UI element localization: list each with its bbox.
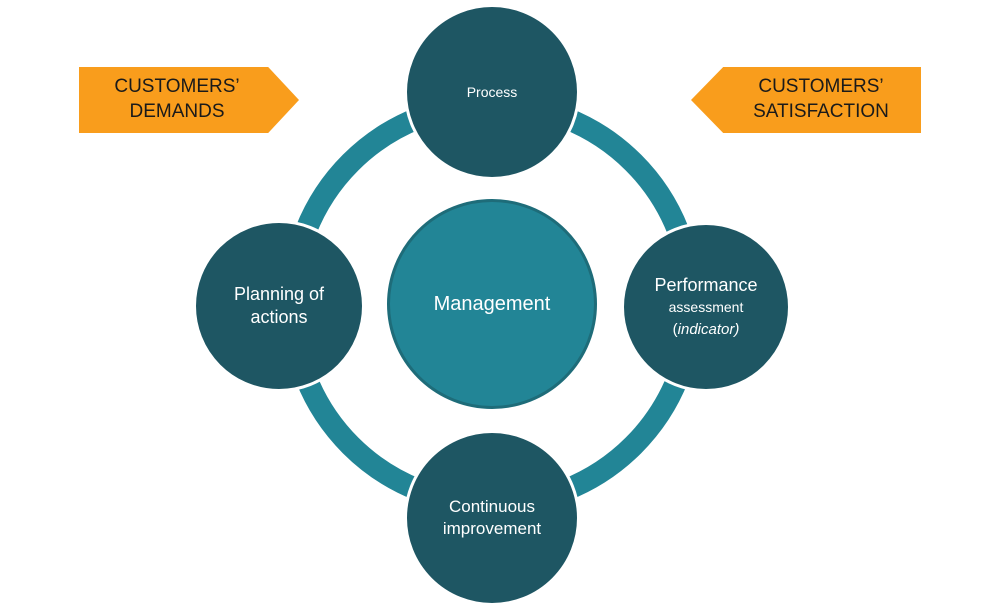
planning-of-actions-node: Planning of actions xyxy=(193,220,365,392)
performance-label: Performance xyxy=(654,275,758,296)
improvement-label: improvement xyxy=(442,519,542,538)
customers-demands-line1: CUSTOMERS’ xyxy=(114,76,240,98)
customers-satisfaction-line1: CUSTOMERS’ xyxy=(758,76,884,98)
process-node: Process xyxy=(404,4,580,180)
customers-satisfaction-line2: SATISFACTION xyxy=(753,101,889,122)
indicator-open-paren: ( xyxy=(672,321,678,339)
customers-satisfaction-arrow: CUSTOMERS’ SATISFACTION xyxy=(691,67,921,133)
continuous-label: Continuous xyxy=(448,496,535,516)
performance-assessment-node: Performance assessment (indicator) xyxy=(621,222,791,392)
actions-label: actions xyxy=(250,307,308,327)
planning-label: Planning of xyxy=(233,283,325,304)
management-label: Management xyxy=(433,293,551,315)
management-node: Management xyxy=(387,199,597,409)
indicator-label: (indicator) xyxy=(673,320,740,340)
assessment-label: assessment xyxy=(668,298,744,315)
customers-demands-arrow: CUSTOMERS’ DEMANDS xyxy=(79,67,299,133)
customers-demands-line2: DEMANDS xyxy=(129,101,225,122)
process-label: Process xyxy=(466,83,518,100)
continuous-improvement-node: Continuous improvement xyxy=(404,430,580,606)
indicator-text: indicator) xyxy=(677,321,740,339)
